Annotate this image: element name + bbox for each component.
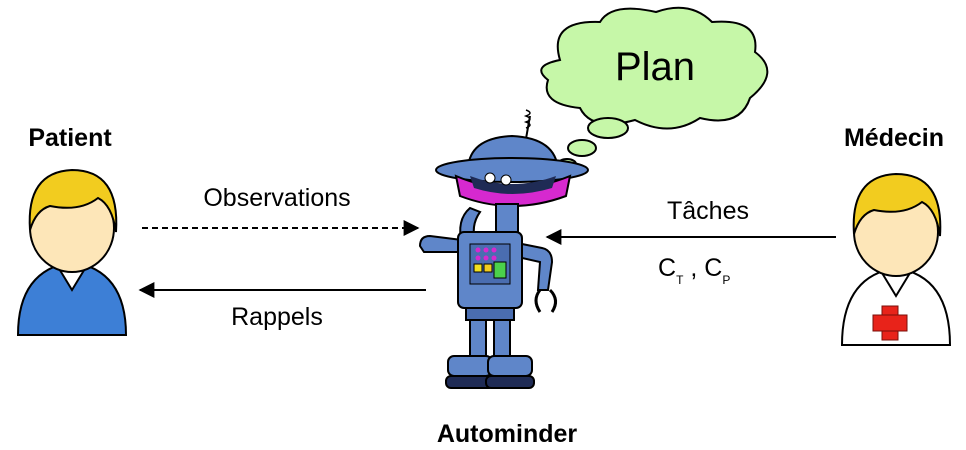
patient-figure [16,168,128,336]
thought-dot-1 [587,117,629,139]
constraint-cp: C [704,254,722,282]
observations-label: Observations [203,184,350,212]
constraints-label: CT , CP [658,254,730,287]
thought-cloud [540,6,769,170]
doctor-label: Médecin [844,124,944,152]
robot-label: Autominder [437,420,578,448]
constraint-ct: C [658,254,676,282]
plan-label: Plan [615,45,695,89]
patient-label: Patient [28,124,112,152]
constraint-cp-subscript: P [722,273,730,287]
robot-figure [418,109,589,389]
red-cross-icon [872,305,908,341]
taches-label: Tâches [667,197,749,225]
constraint-separator: , [683,254,704,282]
constraint-ct-subscript: T [676,273,684,287]
rappels-label: Rappels [231,303,323,331]
thought-dot-2 [567,139,597,157]
